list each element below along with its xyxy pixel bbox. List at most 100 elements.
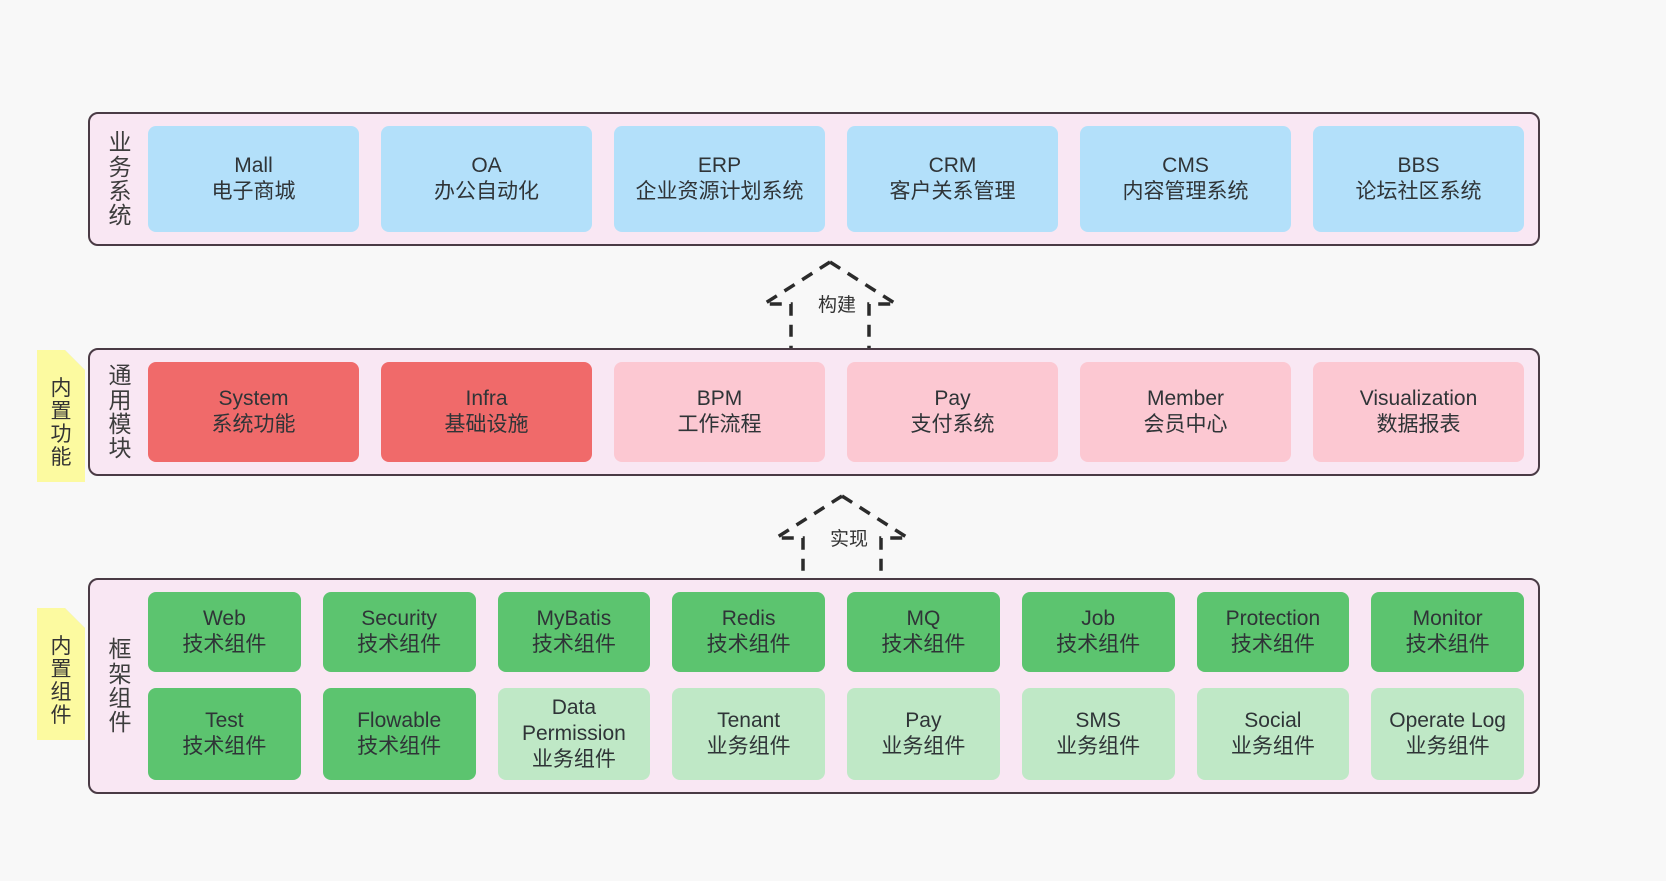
card-test[interactable]: Test 技术组件: [148, 687, 301, 781]
card-subtitle: 企业资源计划系统: [635, 180, 804, 203]
card-monitor[interactable]: Monitor 技术组件: [1371, 592, 1524, 672]
card-data-permission[interactable]: Data Permission 业务组件: [497, 687, 651, 781]
section-title-text: 通用模块: [108, 362, 132, 462]
card-subtitle: 技术组件: [531, 632, 616, 656]
card-protection[interactable]: Protection 技术组件: [1196, 592, 1350, 672]
section-title-business-system: 业务系统: [104, 126, 140, 232]
card-subtitle: 工作流程: [677, 413, 762, 436]
card-subtitle: 业务组件: [1056, 734, 1141, 758]
card-subtitle: 业务组件: [706, 734, 791, 758]
card-bbs[interactable]: BBS 论坛社区系统: [1313, 126, 1524, 232]
sticky-note-text: 内置组件: [50, 634, 72, 728]
card-subtitle: 技术组件: [1230, 632, 1315, 656]
card-title: Job: [1081, 607, 1116, 631]
card-erp[interactable]: ERP 企业资源计划系统: [614, 126, 825, 232]
card-title: ERP: [697, 154, 742, 178]
card-subtitle: 技术组件: [357, 632, 442, 656]
card-title: Pay: [905, 709, 942, 733]
card-title: MyBatis: [536, 607, 612, 631]
section-common-module: 通用模块 System 系统功能 Infra 基础设施 BPM 工作流程 Pay: [88, 348, 1540, 476]
card-flowable[interactable]: Flowable 技术组件: [322, 687, 476, 781]
card-subtitle: 客户关系管理: [889, 180, 1016, 203]
card-cms[interactable]: CMS 内容管理系统: [1080, 126, 1291, 232]
card-subtitle: 业务组件: [1230, 734, 1315, 758]
card-title: OA: [471, 154, 502, 178]
card-title: Tenant: [717, 709, 781, 733]
card-subtitle: 技术组件: [357, 734, 442, 758]
card-subtitle: 基础设施: [444, 413, 529, 436]
card-security[interactable]: Security 技术组件: [322, 592, 476, 672]
card-bpm[interactable]: BPM 工作流程: [614, 362, 825, 462]
card-tenant[interactable]: Tenant 业务组件: [672, 687, 825, 781]
card-row: System 系统功能 Infra 基础设施 BPM 工作流程 Pay 支付系统…: [148, 362, 1524, 462]
card-subtitle: 数据报表: [1376, 413, 1461, 436]
cards-wrap-framework-component: Web 技术组件 Security 技术组件 MyBatis 技术组件 Redi…: [140, 592, 1524, 781]
card-member[interactable]: Member 会员中心: [1080, 362, 1291, 462]
card-operate-log[interactable]: Operate Log 业务组件: [1371, 687, 1524, 781]
card-title: Redis: [721, 607, 776, 631]
card-title: CRM: [928, 154, 977, 178]
card-subtitle: 技术组件: [706, 632, 791, 656]
cards-wrap-common-module: System 系统功能 Infra 基础设施 BPM 工作流程 Pay 支付系统…: [140, 362, 1524, 462]
card-title: Monitor: [1412, 607, 1483, 631]
sticky-note-text: 内置功能: [50, 376, 72, 470]
card-subtitle: 技术组件: [1056, 632, 1141, 656]
card-title: Flowable: [357, 709, 442, 733]
card-title: Security: [361, 607, 438, 631]
card-title: BPM: [696, 387, 743, 411]
card-visualization[interactable]: Visualization 数据报表: [1313, 362, 1524, 462]
card-job[interactable]: Job 技术组件: [1021, 592, 1175, 672]
card-subtitle: 业务组件: [531, 747, 616, 771]
section-title-framework-component: 框架组件: [104, 592, 140, 780]
card-title: Pay: [934, 387, 971, 411]
card-row: Mall 电子商城 OA 办公自动化 ERP 企业资源计划系统 CRM 客户关系…: [148, 126, 1524, 232]
card-title: BBS: [1397, 154, 1440, 178]
connector-build: 构建: [757, 258, 903, 350]
card-subtitle: 电子商城: [211, 180, 296, 203]
card-oa[interactable]: OA 办公自动化: [381, 126, 592, 232]
card-subtitle: 系统功能: [211, 413, 296, 436]
card-subtitle: 会员中心: [1143, 413, 1228, 436]
section-title-common-module: 通用模块: [104, 362, 140, 462]
card-title: Mall: [234, 154, 273, 178]
section-business-system: 业务系统 Mall 电子商城 OA 办公自动化 ERP 企业资源计划系统 CRM: [88, 112, 1540, 246]
card-title: Web: [202, 607, 246, 631]
card-title: Operate Log: [1389, 709, 1506, 733]
card-subtitle: 业务组件: [881, 734, 966, 758]
connector-build-label: 构建: [818, 295, 857, 316]
card-title: Visualization: [1359, 387, 1478, 411]
section-title-text: 框架组件: [108, 636, 132, 736]
card-pay[interactable]: Pay 支付系统: [847, 362, 1058, 462]
sticky-note-builtin-function: 内置功能: [37, 350, 85, 482]
card-subtitle: 办公自动化: [434, 180, 539, 203]
card-title: CMS: [1162, 154, 1209, 178]
cards-wrap-business-system: Mall 电子商城 OA 办公自动化 ERP 企业资源计划系统 CRM 客户关系…: [140, 126, 1524, 232]
card-subtitle: 技术组件: [881, 632, 966, 656]
card-title: System: [218, 387, 289, 411]
card-web[interactable]: Web 技术组件: [148, 592, 301, 672]
card-crm[interactable]: CRM 客户关系管理: [847, 126, 1058, 232]
card-mq[interactable]: MQ 技术组件: [847, 592, 1000, 672]
card-mybatis[interactable]: MyBatis 技术组件: [497, 592, 651, 672]
card-infra[interactable]: Infra 基础设施: [381, 362, 592, 462]
card-sms[interactable]: SMS 业务组件: [1021, 687, 1175, 781]
card-title: Member: [1146, 387, 1225, 411]
card-title: Data Permission: [521, 696, 626, 745]
card-subtitle: 业务组件: [1405, 734, 1490, 758]
card-redis[interactable]: Redis 技术组件: [672, 592, 825, 672]
card-subtitle: 内容管理系统: [1122, 180, 1249, 203]
card-subtitle: 支付系统: [910, 413, 995, 436]
card-subtitle: 技术组件: [182, 734, 267, 758]
card-mall[interactable]: Mall 电子商城: [148, 126, 359, 232]
card-system[interactable]: System 系统功能: [148, 362, 359, 462]
card-subtitle: 论坛社区系统: [1355, 180, 1482, 203]
sticky-note-builtin-component: 内置组件: [37, 608, 85, 740]
card-social[interactable]: Social 业务组件: [1196, 687, 1350, 781]
section-framework-component: 框架组件 Web 技术组件 Security 技术组件 MyBatis 技术组件…: [88, 578, 1540, 794]
card-pay-business[interactable]: Pay 业务组件: [847, 687, 1000, 781]
card-title: Social: [1244, 709, 1302, 733]
card-title: Infra: [465, 387, 508, 411]
card-title: MQ: [906, 607, 941, 631]
card-row: Test 技术组件 Flowable 技术组件 Data Permission …: [148, 687, 1524, 781]
